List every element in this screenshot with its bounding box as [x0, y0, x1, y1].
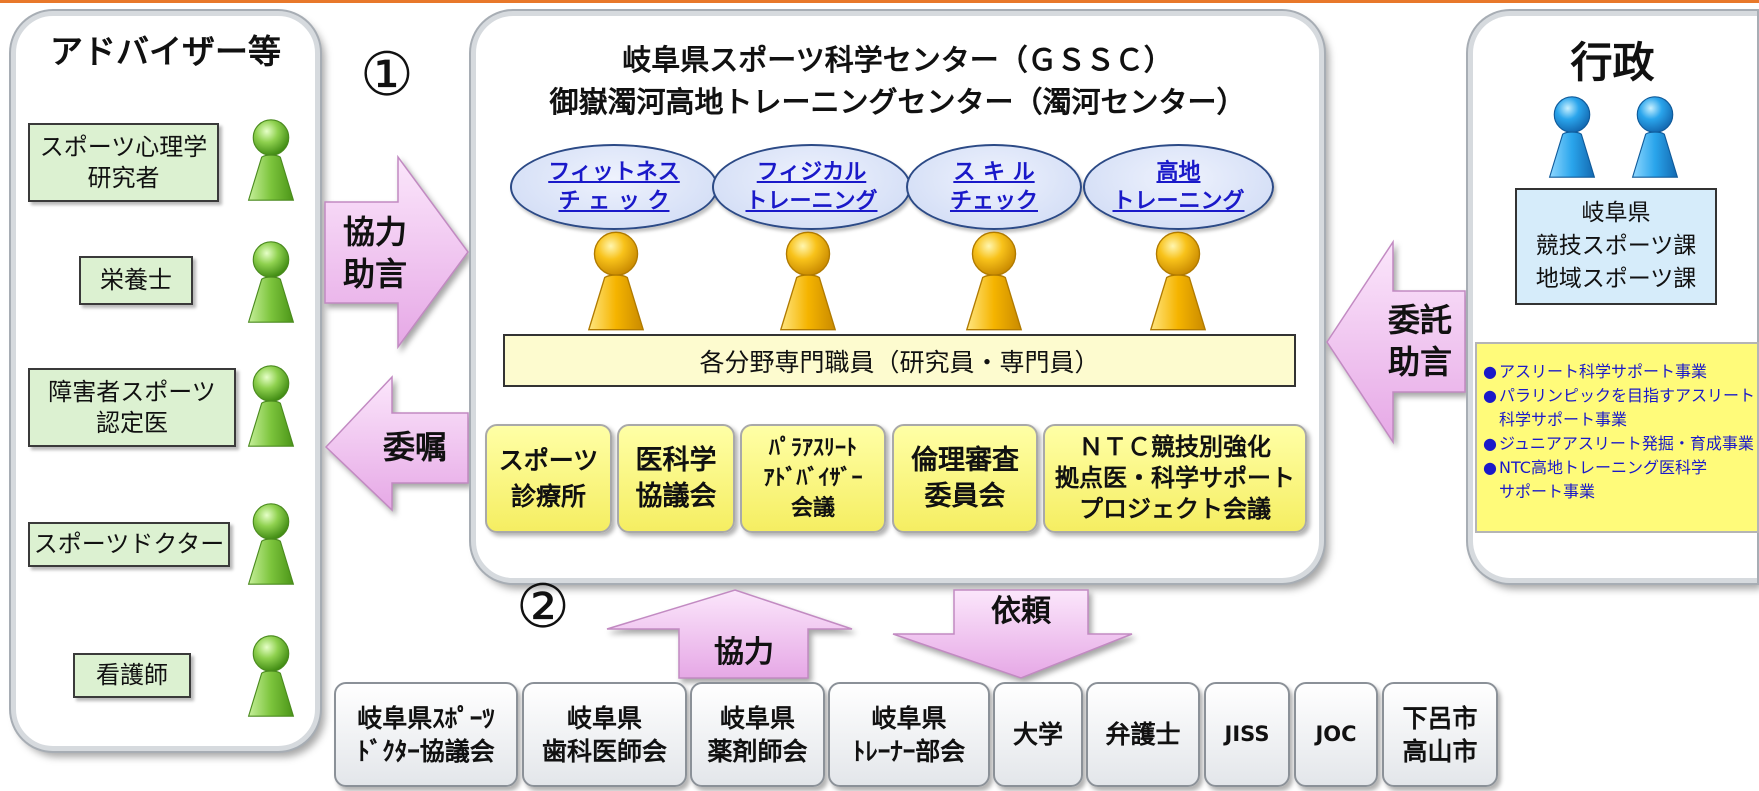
function-link[interactable]: フィットネス [548, 160, 680, 185]
person-icon [779, 231, 837, 331]
arrow-cooperation-advice: 協力 助言 [324, 154, 469, 350]
advisor-label: 障害者スポーツ [48, 377, 216, 406]
partner-jiss: JISS [1204, 682, 1290, 787]
bullet-icon: ● [1483, 362, 1497, 381]
function-link[interactable]: チェック [949, 189, 1038, 214]
person-icon [587, 231, 645, 331]
person-icon [247, 503, 295, 585]
center-title-line-1: 岐阜県スポーツ科学センター（ＧＳＳＣ） [622, 43, 1173, 77]
bullet-icon: ● [1483, 458, 1497, 477]
person-icon [965, 231, 1023, 331]
function-physical-training[interactable]: フィジカル トレーニング [712, 144, 911, 230]
person-icon [247, 635, 295, 717]
committee-ethics-review: 倫理審査 委員会 [892, 424, 1038, 533]
program-item: ● パラリンピックを目指すアスリート 科学サポート事業 [1483, 384, 1757, 432]
arrow-left-icon [1326, 239, 1466, 445]
partner-trainer-division: 岐阜県 ﾄﾚｰﾅｰ部会 [828, 682, 990, 787]
function-link[interactable]: チ ェ ッ ク [558, 189, 670, 214]
person-icon [247, 241, 295, 323]
person-icon [1631, 96, 1679, 178]
function-link[interactable]: 高地 [1156, 160, 1201, 185]
partner-cities: 下呂市 高山市 [1382, 682, 1498, 787]
advisor-label: 看護師 [96, 661, 168, 689]
staff-bar: 各分野専門職員（研究員・専門員） [503, 334, 1296, 387]
arrow-label: 委嘱 [382, 428, 447, 466]
advisor-para-sports-doctor: 障害者スポーツ 認定医 [28, 368, 236, 447]
government-programs: ● アスリート科学サポート事業 ● パラリンピックを目指すアスリート 科学サポー… [1475, 342, 1759, 533]
bullet-icon: ● [1483, 434, 1497, 453]
government-title: 行政 [1570, 38, 1655, 87]
staff-label: 各分野専門職員（研究員・専門員） [699, 347, 1100, 377]
advisor-nurse: 看護師 [73, 653, 191, 698]
arrow-label: 委託 助言 [1387, 301, 1452, 381]
arrow-request-down: 依頼 [892, 589, 1133, 679]
arrow-label: 協力 [714, 635, 774, 670]
committee-ntc-project: ＮＴＣ競技別強化 拠点医・科学サポート プロジェクト会議 [1043, 424, 1307, 533]
committee-sports-clinic: スポーツ 診療所 [485, 424, 612, 533]
advisor-label: 研究者 [87, 163, 160, 192]
person-icon [1548, 96, 1596, 178]
arrow-label: 依頼 [991, 594, 1051, 629]
partner-joc: JOC [1294, 682, 1378, 787]
arrow-right-icon [324, 154, 469, 350]
arrow-label: 協力 助言 [342, 213, 407, 293]
advisors-title: アドバイザー等 [50, 32, 281, 71]
person-icon [247, 365, 295, 447]
person-icon [247, 119, 295, 201]
partner-university: 大学 [993, 682, 1083, 787]
function-altitude-training[interactable]: 高地 トレーニング [1083, 144, 1274, 230]
program-item: ● NTC高地トレーニング医科学 サポート事業 [1483, 456, 1757, 504]
program-item: ● ジュニアアスリート発掘・育成事業 [1483, 432, 1757, 456]
function-link[interactable]: トレーニング [1112, 189, 1245, 214]
advisor-label: スポーツドクター [33, 530, 225, 558]
partner-sports-doctor-council: 岐阜県ｽﾎﾟｰﾂ ﾄﾞｸﾀｰ協議会 [334, 682, 518, 787]
arrow-down-icon [892, 589, 1133, 679]
advisor-label: スポーツ心理学 [39, 132, 208, 161]
function-link[interactable]: ス キ ル [953, 160, 1035, 185]
arrow-commission: 委嘱 [324, 375, 469, 512]
program-item: ● アスリート科学サポート事業 [1483, 360, 1757, 384]
person-icon [1149, 231, 1207, 331]
advisor-sports-psychologist: スポーツ心理学 研究者 [28, 123, 219, 202]
relation-number-2: ② [516, 572, 570, 642]
advisor-nutritionist: 栄養士 [79, 256, 193, 305]
advisor-label: 栄養士 [100, 266, 172, 294]
advisor-sports-doctor: スポーツドクター [28, 522, 230, 567]
relation-number-1: ① [360, 40, 414, 110]
partner-lawyer: 弁護士 [1086, 682, 1200, 787]
bullet-icon: ● [1483, 386, 1497, 405]
function-skill-check[interactable]: ス キ ル チェック [906, 144, 1082, 230]
committee-medical-science: 医科学 協議会 [617, 424, 735, 533]
arrow-up-icon [606, 589, 853, 679]
government-departments: 岐阜県 競技スポーツ課 地域スポーツ課 [1515, 188, 1717, 305]
function-link[interactable]: フィジカル [756, 160, 867, 185]
center-title-line-2: 御嶽濁河高地トレーニングセンター（濁河センター） [549, 85, 1246, 119]
partner-dental-association: 岐阜県 歯科医師会 [522, 682, 687, 787]
accent-line [0, 0, 1759, 3]
partner-pharmacist-association: 岐阜県 薬剤師会 [690, 682, 825, 787]
function-fitness-check[interactable]: フィットネス チ ェ ッ ク [510, 144, 718, 230]
arrow-cooperation-up: 協力 [606, 589, 853, 679]
arrow-left-icon [324, 375, 469, 512]
committee-para-athlete-advisor: ﾊﾟﾗｱｽﾘｰﾄ ｱﾄﾞﾊﾞｲｻﾞｰ 会議 [740, 424, 886, 533]
advisor-label: 認定医 [96, 408, 168, 437]
function-link[interactable]: トレーニング [745, 189, 878, 214]
arrow-entrust-advice: 委託 助言 [1326, 239, 1466, 445]
